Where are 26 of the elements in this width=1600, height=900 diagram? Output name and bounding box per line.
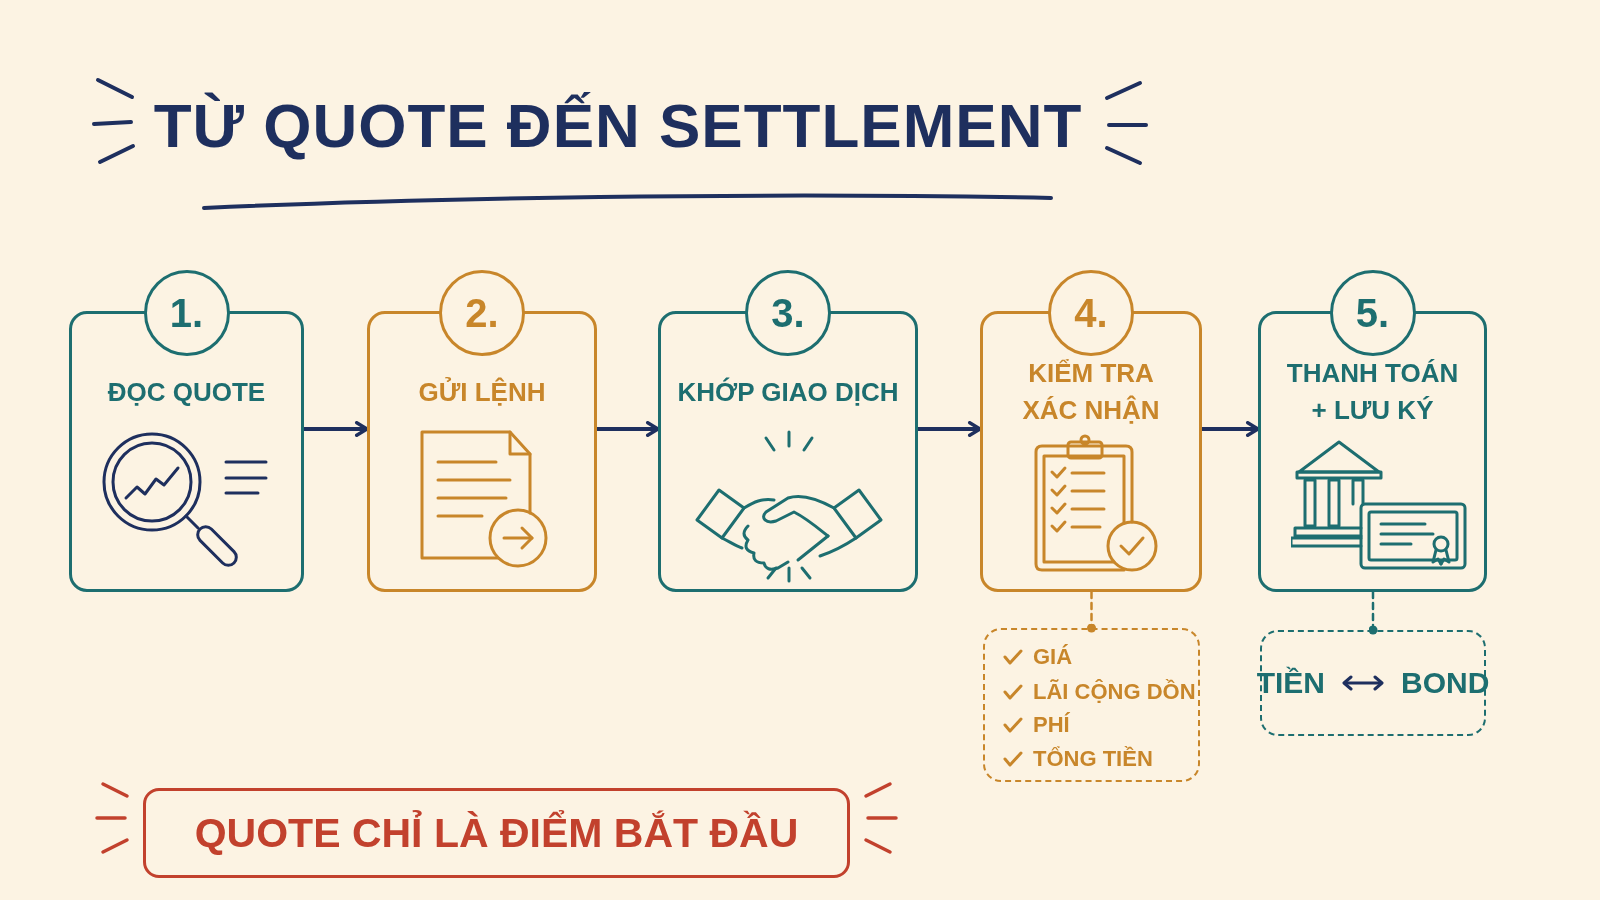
checklist-item: GIÁ — [1033, 643, 1073, 671]
callout-banner — [143, 788, 850, 878]
checklist-item: LÃI CỘNG DỒN — [1033, 678, 1196, 706]
step-number: 5. — [1329, 269, 1416, 356]
exchange-term: BOND — [1401, 665, 1490, 701]
step-title: ĐỌC QUOTE — [107, 375, 266, 409]
step-title: THANH TOÁN + LƯU KÝ — [1285, 357, 1460, 427]
arrow — [1200, 421, 1260, 437]
dashed-connector — [1368, 590, 1378, 635]
checklist-box — [983, 628, 1200, 782]
arrow — [595, 421, 660, 437]
arrow — [302, 421, 369, 437]
exchange-term: TIỀN — [1256, 665, 1325, 701]
checklist-item: PHÍ — [1033, 711, 1070, 739]
step-number: 3. — [745, 269, 831, 356]
step-number: 2. — [439, 269, 525, 356]
step-title: KIỂM TRA XÁC NHẬN — [1021, 357, 1161, 427]
dashed-connector — [1087, 590, 1096, 633]
step-number: 4. — [1048, 269, 1134, 356]
step-number: 1. — [143, 269, 230, 356]
step-title: GỬI LỆNH — [418, 375, 546, 409]
arrow — [916, 421, 982, 437]
step-title: KHỚP GIAO DỊCH — [677, 375, 899, 409]
callout-text: QUOTE CHỈ LÀ ĐIỂM BẮT ĐẦU — [194, 809, 799, 858]
title: TỪ QUOTE ĐẾN SETTLEMENT — [153, 90, 1083, 162]
checklist-item: TỔNG TIỀN — [1033, 745, 1153, 773]
